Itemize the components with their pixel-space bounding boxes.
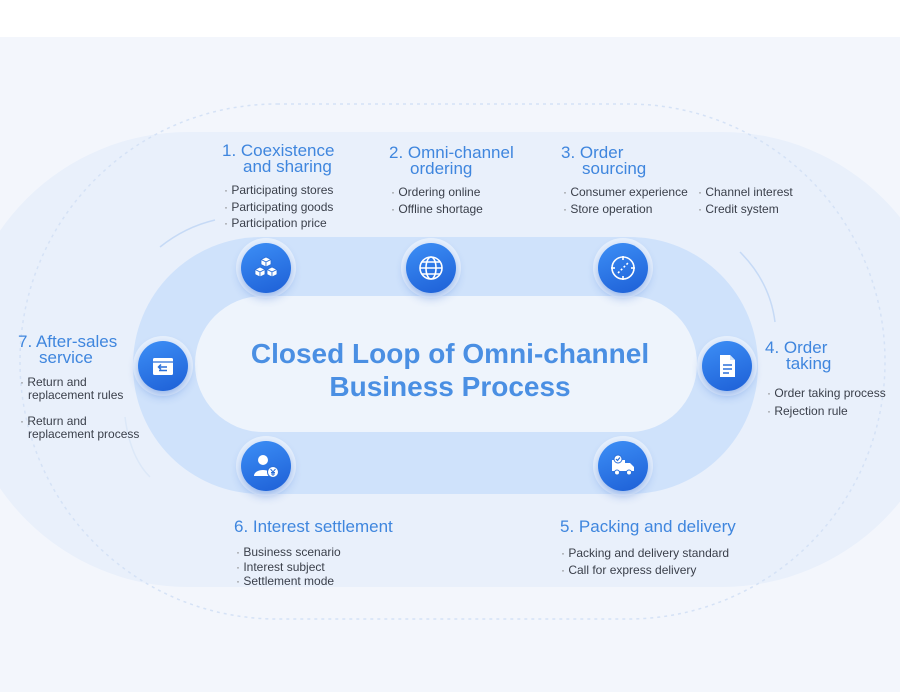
step-2-heading: 2. Omni-channel ordering [389,143,514,178]
step-2-list: Ordering online Offline shortage [391,184,483,217]
list-item: Credit system [698,201,793,218]
diagram-title: Closed Loop of Omni-channel Business Pro… [0,337,900,403]
list-item: Participating goods [224,199,333,216]
cubes-icon [254,256,278,278]
return-box-icon [153,358,173,375]
step-4-list: Order taking process Rejection rule [767,384,886,420]
step-7-node[interactable] [138,341,188,391]
user-yen-icon [254,455,279,478]
step-1-heading: 1. Coexistence and sharing [222,141,335,176]
step-3-heading: 3. Order sourcing [561,143,647,178]
list-item: Channel interest [698,184,792,201]
diagram-canvas: Closed Loop of Omni-channel Business Pro… [0,37,900,692]
list-item: Order taking process [767,384,885,402]
list-item: Offline shortage [391,201,483,218]
globe-icon [419,256,443,280]
list-item: Participation price [224,215,333,232]
list-item: Call for express delivery [561,562,729,579]
step-5-list: Packing and delivery standard Call for e… [561,545,729,578]
step-5-heading: 5. Packing and delivery [560,517,736,536]
list-item: Settlement mode [236,574,341,589]
step-4-heading: 4. Order taking [765,338,832,373]
step-2-node[interactable] [406,243,456,293]
list-item: Rejection rule [767,402,886,420]
list-item: Participating stores [224,182,333,199]
step-7-heading: 7. After-sales service [18,332,118,367]
step-1-list: Participating stores Participating goods… [224,182,333,232]
step-3-list-left: Consumer experience Store operation [563,184,688,218]
target-icon [611,256,635,280]
step-1-node[interactable] [241,243,291,293]
step-3-node[interactable] [598,243,648,293]
list-item: Packing and delivery standard [561,545,729,562]
step-4-node[interactable] [702,341,752,391]
list-item: Store operation [563,201,688,218]
list-item: Ordering online [391,184,483,201]
step-6-node[interactable] [241,441,291,491]
list-item: Consumer experience [563,184,687,201]
loop-track [0,103,900,620]
document-icon [720,355,735,377]
list-item: Interest subject [236,560,341,575]
step-6-list: Business scenario Interest subject Settl… [236,545,341,589]
list-item: Business scenario [236,545,340,560]
diagram-title-line-1: Closed Loop of Omni-channel [250,338,650,369]
diagram-title-line-2: Business Process [329,371,571,402]
step-5-node[interactable] [598,441,648,491]
step-3-list-right: Channel interest Credit system [698,184,793,218]
step-6-heading: 6. Interest settlement [234,517,393,536]
delivery-truck-icon [612,454,634,476]
